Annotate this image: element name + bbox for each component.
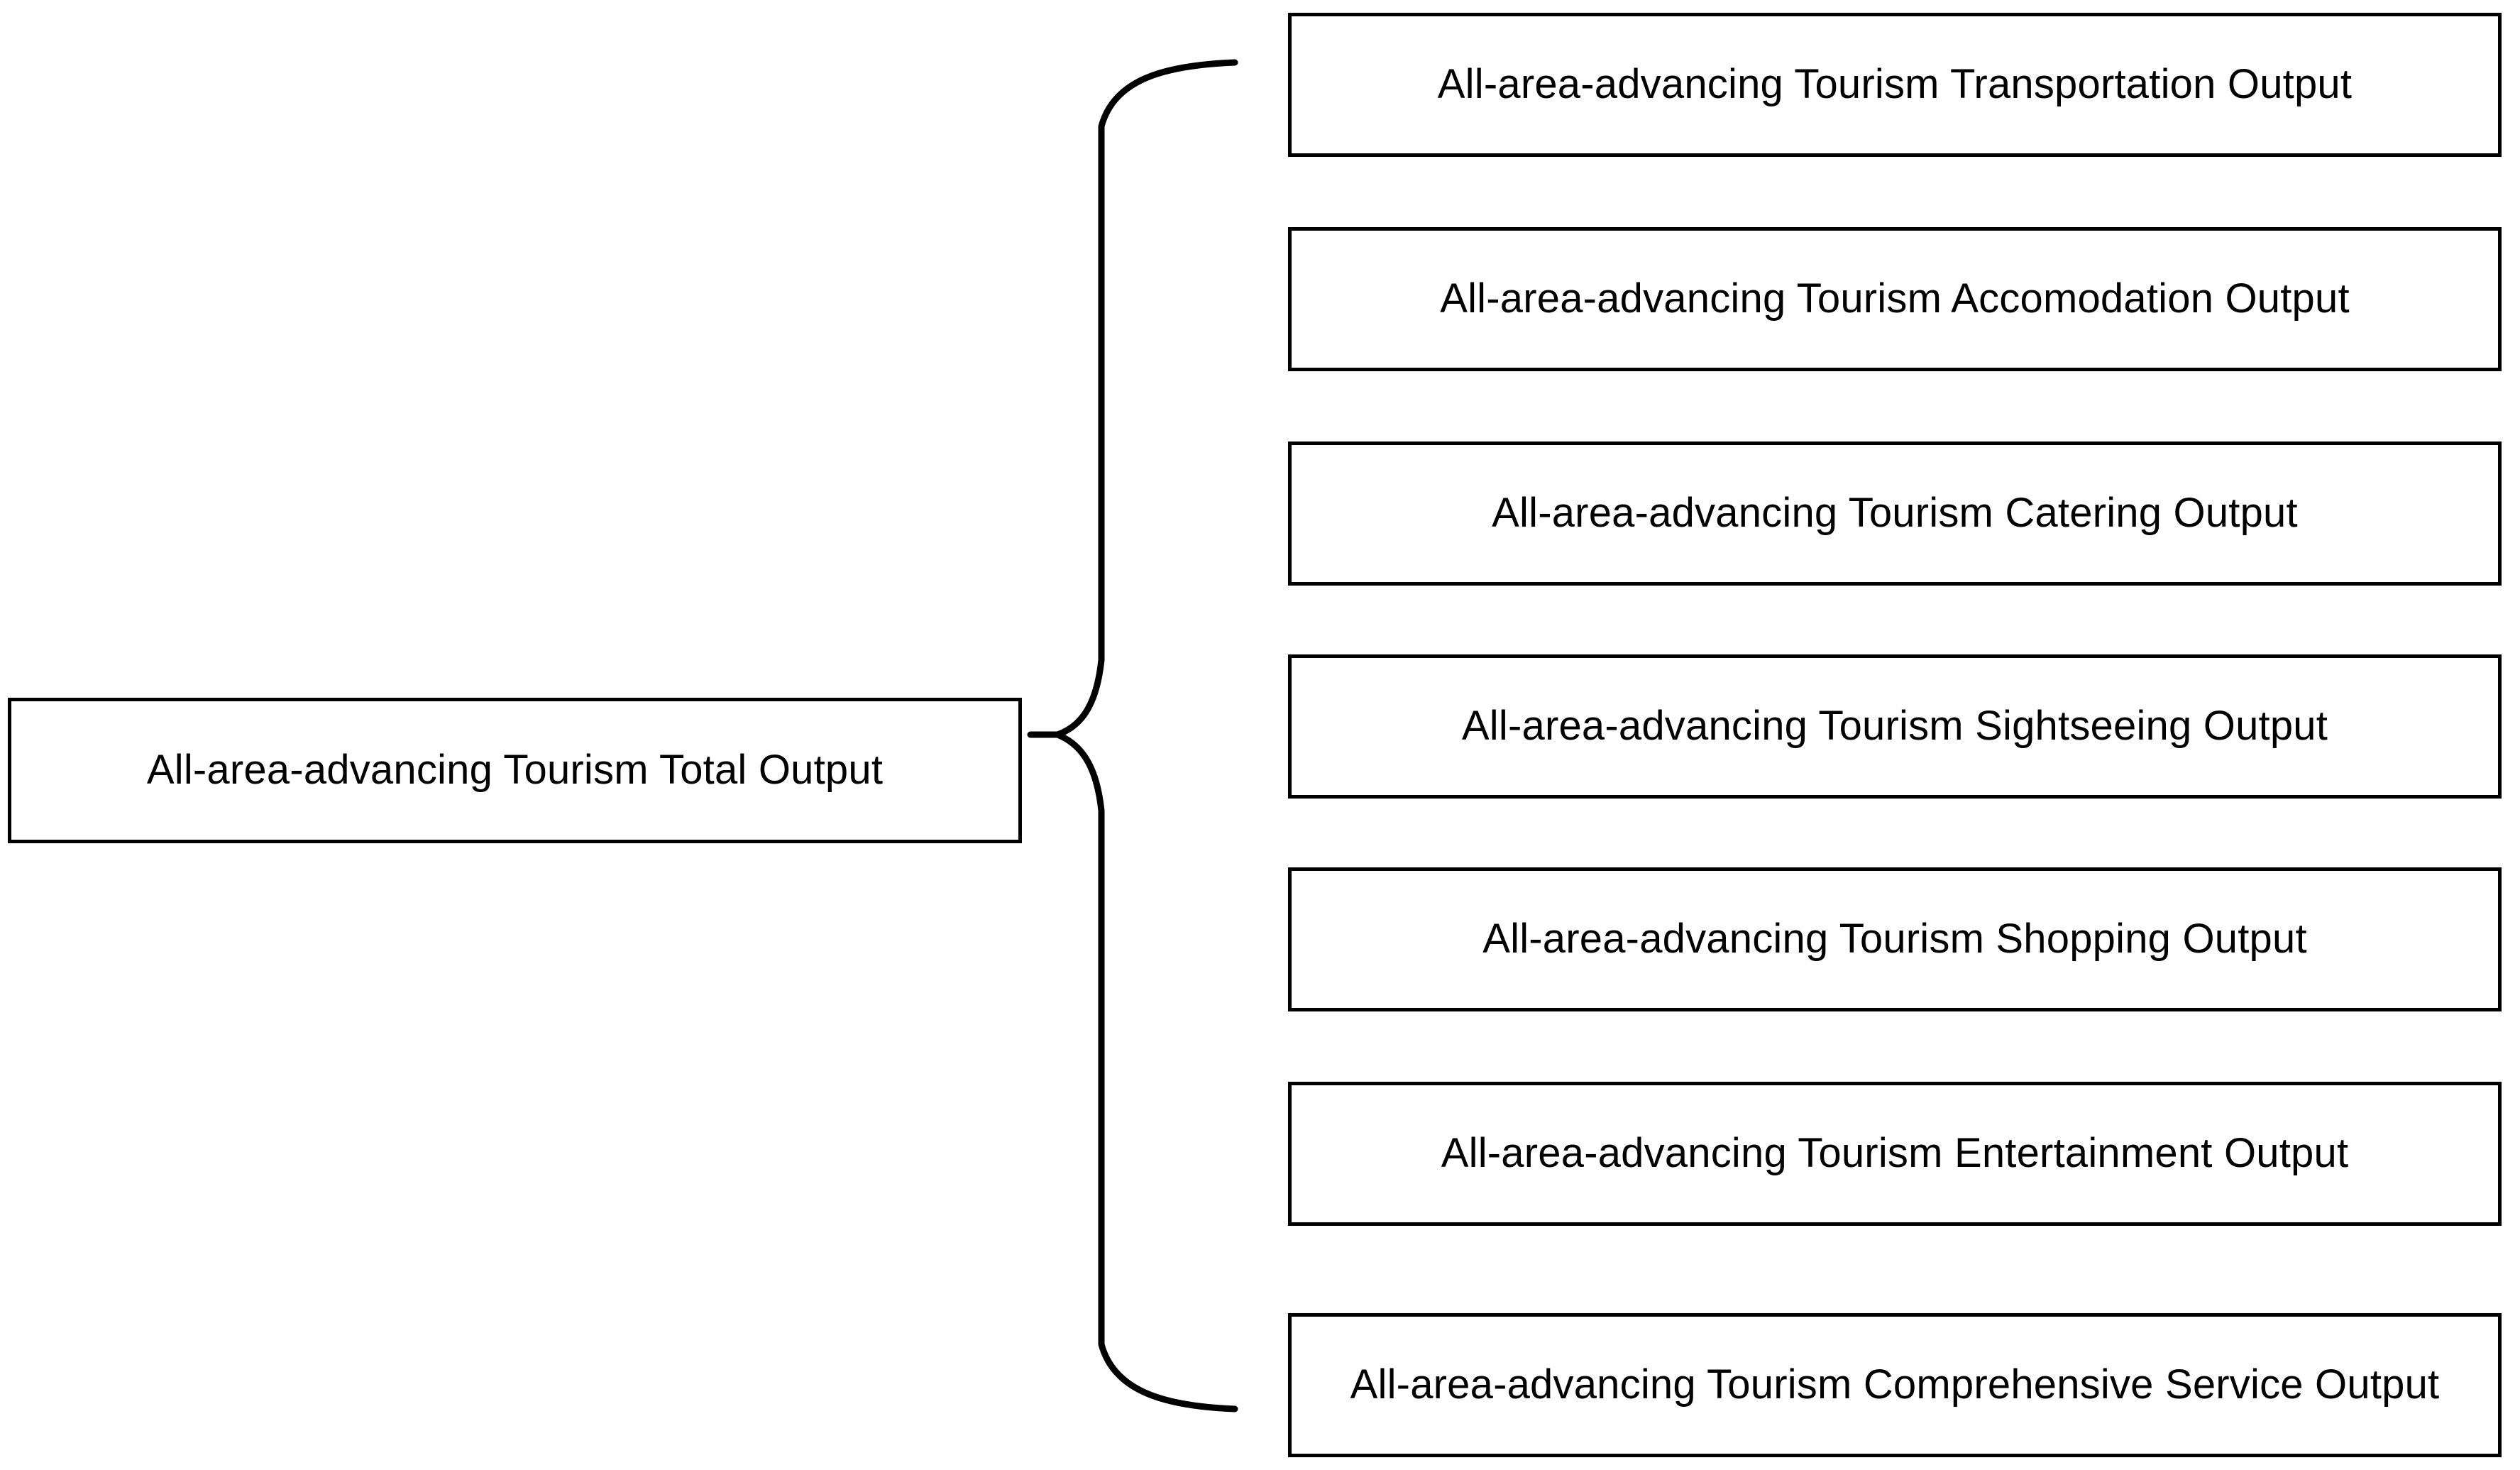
child-node-accomodation[interactable]: All-area-advancing Tourism Accomodation … bbox=[1288, 227, 2502, 371]
curly-brace-upper-arm bbox=[1054, 59, 1238, 738]
child-node-comprehensive-service[interactable]: All-area-advancing Tourism Comprehensive… bbox=[1288, 1313, 2502, 1457]
child-node-label: All-area-advancing Tourism Sightseeing O… bbox=[1461, 703, 2328, 750]
child-node-label: All-area-advancing Tourism Entertainment… bbox=[1441, 1130, 2349, 1177]
root-node-total-output[interactable]: All-area-advancing Tourism Total Output bbox=[8, 698, 1022, 843]
child-node-catering[interactable]: All-area-advancing Tourism Catering Outp… bbox=[1288, 441, 2502, 586]
child-node-transportation[interactable]: All-area-advancing Tourism Transportatio… bbox=[1288, 13, 2502, 157]
child-node-label: All-area-advancing Tourism Accomodation … bbox=[1440, 275, 2350, 322]
child-node-sightseeing[interactable]: All-area-advancing Tourism Sightseeing O… bbox=[1288, 654, 2502, 799]
child-node-label: All-area-advancing Tourism Catering Outp… bbox=[1492, 490, 2298, 537]
child-node-label: All-area-advancing Tourism Shopping Outp… bbox=[1482, 916, 2307, 962]
root-node-label: All-area-advancing Tourism Total Output bbox=[146, 747, 884, 794]
child-node-label: All-area-advancing Tourism Transportatio… bbox=[1437, 61, 2353, 108]
curly-brace-lower-arm bbox=[1054, 731, 1238, 1413]
child-node-entertainment[interactable]: All-area-advancing Tourism Entertainment… bbox=[1288, 1082, 2502, 1226]
child-node-label: All-area-advancing Tourism Comprehensive… bbox=[1350, 1361, 2440, 1408]
child-node-shopping[interactable]: All-area-advancing Tourism Shopping Outp… bbox=[1288, 867, 2502, 1011]
